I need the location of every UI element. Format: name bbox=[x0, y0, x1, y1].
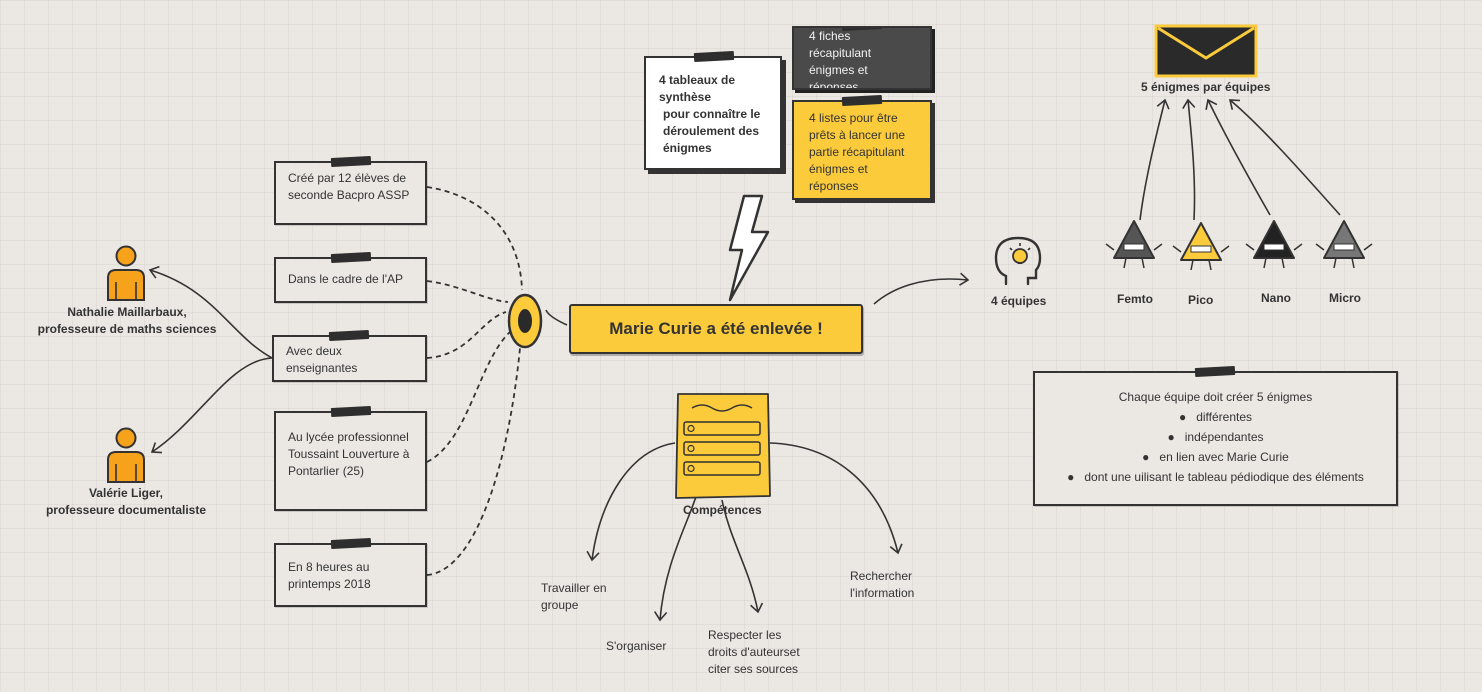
person1-role: professeure de maths sciences bbox=[37, 322, 217, 336]
monster-icon bbox=[1315, 220, 1373, 269]
tape bbox=[328, 329, 370, 342]
card-teachers-text: Avec deux enseignantes bbox=[286, 344, 358, 375]
card-synthesis-tables[interactable]: 4 tableaux de synthèse pour connaître le… bbox=[644, 50, 782, 170]
synthesis-line1: 4 tableaux de synthèse bbox=[659, 73, 736, 104]
solid-connectors bbox=[148, 98, 1341, 622]
skill-research: Rechercher l'information bbox=[850, 569, 915, 600]
monster-icon bbox=[1172, 222, 1230, 271]
tape bbox=[330, 251, 372, 264]
tape bbox=[330, 405, 372, 418]
lightbulb-head-icon bbox=[994, 236, 1042, 286]
skill-copyright: Respecter les droits d'auteurset citer s… bbox=[708, 628, 800, 676]
tape bbox=[330, 155, 372, 168]
person2-caption: Valérie Liger, professeure documentalist… bbox=[28, 485, 224, 519]
rules-item: ● indépendantes bbox=[1167, 430, 1264, 444]
tape bbox=[330, 537, 372, 550]
person2-name: Valérie Liger, bbox=[88, 486, 164, 500]
rules-item-text: différentes bbox=[1196, 410, 1253, 424]
card-summary-sheets[interactable]: 4 fiches récapitulant énigmes et réponse… bbox=[792, 26, 932, 90]
team-name-femto: Femto bbox=[1117, 292, 1153, 306]
tape bbox=[693, 50, 735, 63]
skill-organize: S'organiser bbox=[606, 639, 667, 653]
lightning-icon bbox=[728, 194, 770, 302]
person2-role: professeure documentaliste bbox=[45, 503, 207, 517]
team-name-micro: Micro bbox=[1329, 291, 1362, 305]
card-teachers[interactable]: Avec deux enseignantes bbox=[272, 329, 427, 382]
person1-caption: Nathalie Maillarbaux, professeure de mat… bbox=[20, 304, 234, 338]
person-icon bbox=[107, 245, 145, 301]
card-created-text: Créé par 12 élèves de seconde Bacpro ASS… bbox=[288, 171, 410, 202]
card-duration-text: En 8 heures au printemps 2018 bbox=[288, 560, 371, 591]
card-ready-lists[interactable]: 4 listes pour être prêts à lancer une pa… bbox=[792, 94, 932, 200]
ready-lists-text: 4 listes pour être prêts à lancer une pa… bbox=[809, 111, 906, 193]
rules-intro: Chaque équipe doit créer 5 énigmes bbox=[1118, 390, 1313, 404]
card-created[interactable]: Créé par 12 élèves de seconde Bacpro ASS… bbox=[274, 155, 427, 225]
team-name-pico: Pico bbox=[1188, 293, 1214, 307]
skills-label: Compétences bbox=[683, 503, 762, 517]
card-enigma-rules[interactable]: Chaque équipe doit créer 5 énigmes ● dif… bbox=[1033, 365, 1398, 506]
synthesis-line2: pour connaître le déroulement des énigme… bbox=[663, 107, 761, 155]
tape bbox=[841, 94, 883, 107]
envelope-icon bbox=[1154, 24, 1258, 78]
tape bbox=[1194, 365, 1236, 378]
person-icon bbox=[107, 427, 145, 483]
rules-item-text: dont une uilisant le tableau pédiodique … bbox=[1084, 470, 1364, 484]
rules-item: ● différentes bbox=[1178, 410, 1253, 424]
person1-name: Nathalie Maillarbaux, bbox=[67, 305, 187, 319]
rules-item-text: en lien avec Marie Curie bbox=[1159, 450, 1289, 464]
skill-teamwork: Travailler en groupe bbox=[541, 581, 607, 612]
rules-item: ● en lien avec Marie Curie bbox=[1142, 450, 1289, 464]
summary-sheets-text: 4 fiches récapitulant énigmes et réponse… bbox=[809, 29, 872, 90]
card-school-text: Au lycée professionnel Toussaint Louvert… bbox=[288, 430, 410, 478]
card-school[interactable]: Au lycée professionnel Toussaint Louvert… bbox=[274, 405, 427, 511]
enigmas-label: 5 énigmes par équipes bbox=[1141, 80, 1271, 94]
monster-icon bbox=[1245, 220, 1303, 269]
rules-item: ● dont une uilisant le tableau pédiodiqu… bbox=[1067, 470, 1364, 484]
central-title: Marie Curie a été enlevée ! bbox=[609, 319, 823, 338]
rules-item-text: indépendantes bbox=[1184, 430, 1264, 444]
team-name-nano: Nano bbox=[1261, 291, 1291, 305]
card-context-text: Dans le cadre de l'AP bbox=[288, 272, 404, 286]
teams-label: 4 équipes bbox=[991, 294, 1047, 308]
document-icon bbox=[675, 393, 771, 499]
central-topic[interactable]: Marie Curie a été enlevée ! bbox=[569, 304, 863, 354]
card-context[interactable]: Dans le cadre de l'AP bbox=[274, 251, 427, 303]
monster-icon bbox=[1105, 220, 1163, 269]
ring-icon bbox=[507, 293, 543, 349]
dashed-connectors bbox=[426, 186, 523, 576]
card-duration[interactable]: En 8 heures au printemps 2018 bbox=[274, 537, 427, 607]
